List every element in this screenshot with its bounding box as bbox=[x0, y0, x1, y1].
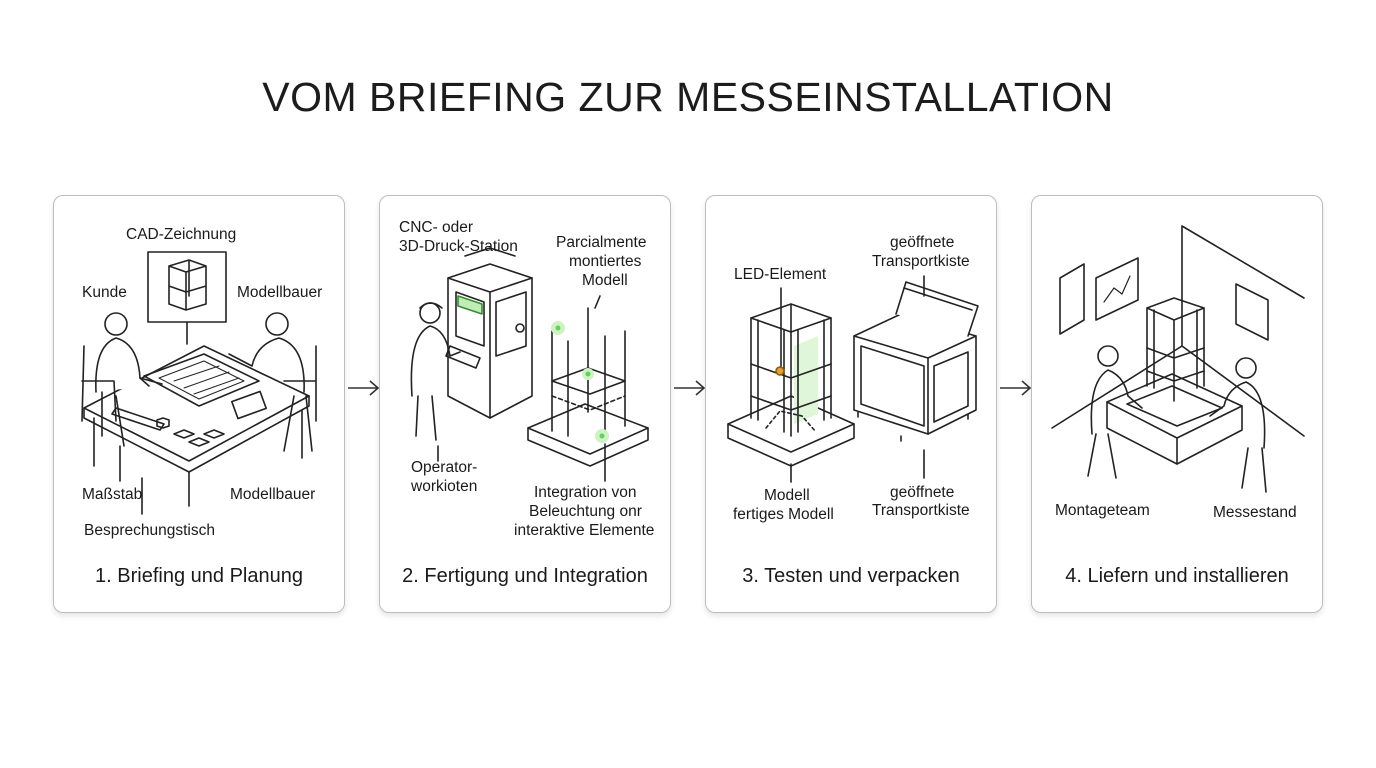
label-crate-top-2: Transportkiste bbox=[872, 253, 970, 270]
step-1-panel: CAD-Zeichnung Kunde Modellbauer Maßstab … bbox=[53, 195, 345, 613]
label-montageteam: Montageteam bbox=[1055, 502, 1150, 519]
step-2-panel: CNC- oder 3D-Druck-Station Parcialmente … bbox=[379, 195, 671, 613]
label-station-2: 3D-Druck-Station bbox=[399, 238, 518, 255]
page-title: VOM BRIEFING ZUR MESSEINSTALLATION bbox=[262, 74, 1114, 120]
label-partial-3: Modell bbox=[582, 272, 628, 289]
arrow-right-icon bbox=[348, 380, 380, 396]
label-modell-2: fertiges Modell bbox=[733, 506, 834, 523]
label-modellbauer-bottom: Modellbauer bbox=[230, 486, 316, 503]
arrow-right-icon bbox=[674, 380, 706, 396]
label-besprechungstisch: Besprechungstisch bbox=[84, 522, 215, 539]
label-integration-2: Beleuchtung onr bbox=[529, 503, 642, 520]
step-3-panel: LED-Element geöffnete Transportkiste Mod… bbox=[705, 195, 997, 613]
label-operator-1: Operator- bbox=[411, 459, 478, 476]
label-massstab: Maßstab bbox=[82, 486, 143, 503]
step-4-caption: 4. Liefern und installieren bbox=[1065, 565, 1289, 587]
step-1-caption: 1. Briefing und Planung bbox=[95, 565, 303, 587]
label-partial-2: montiertes bbox=[569, 253, 642, 270]
label-crate-bottom-1: geöffnete bbox=[890, 484, 955, 501]
label-cad-zeichnung: CAD-Zeichnung bbox=[126, 226, 237, 243]
label-kunde: Kunde bbox=[82, 284, 127, 301]
step-4-panel: Montageteam Messestand 4. Liefern und in… bbox=[1031, 195, 1323, 613]
label-crate-bottom-2: Transportkiste bbox=[872, 502, 970, 519]
label-led-element: LED-Element bbox=[734, 266, 827, 283]
label-partial-1: Parcialmente bbox=[556, 234, 647, 251]
fabrication-illustration bbox=[410, 247, 649, 482]
label-integration-1: Integration von bbox=[534, 484, 637, 501]
step-2-caption: 2. Fertigung und Integration bbox=[402, 565, 648, 587]
label-modell-1: Modell bbox=[764, 487, 810, 504]
step-3-caption: 3. Testen und verpacken bbox=[742, 565, 960, 587]
briefing-illustration bbox=[81, 251, 317, 515]
label-crate-top-1: geöffnete bbox=[890, 234, 955, 251]
label-operator-2: workioten bbox=[411, 478, 478, 495]
label-station-1: CNC- oder bbox=[399, 219, 474, 236]
label-messestand: Messestand bbox=[1213, 504, 1297, 521]
label-modellbauer-top: Modellbauer bbox=[237, 284, 323, 301]
installation-illustration bbox=[1051, 225, 1305, 493]
label-integration-3: interaktive Elemente bbox=[514, 522, 655, 539]
testing-packing-illustration bbox=[727, 275, 979, 483]
arrow-right-icon bbox=[1000, 380, 1032, 396]
